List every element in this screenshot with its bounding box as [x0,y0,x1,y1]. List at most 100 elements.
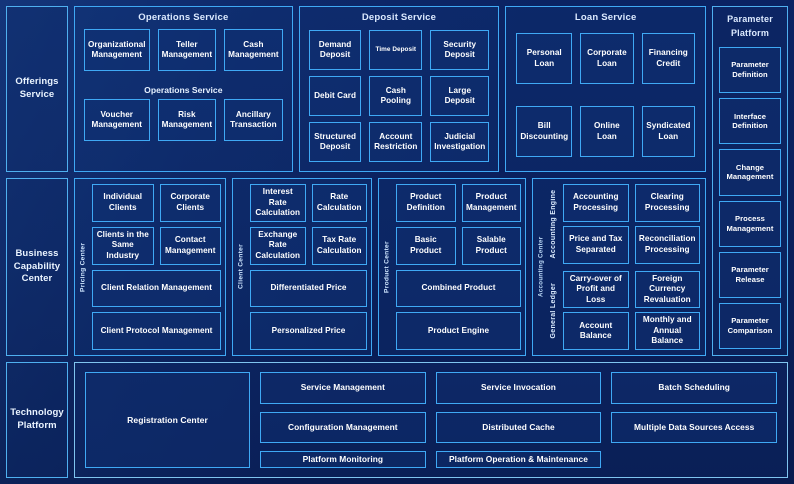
vertical-label-pricing-center: Pricing Center [79,242,87,292]
grid-client-center: Interest Rate Calculation Rate Calculati… [247,184,367,350]
box-contact-management[interactable]: Contact Management [159,226,221,265]
box-interface-definition[interactable]: Interface Definition [719,98,781,145]
row-technology-platform: Technology Platform Registration Center … [6,362,788,478]
caption-operations-service: Operations Service [144,85,223,95]
box-syndicated-loan[interactable]: Syndicated Loan [641,106,696,157]
box-differentiated-price[interactable]: Differentiated Price [250,269,367,308]
grid-accounting-engine: Accounting Processing Clearing Processin… [560,184,700,264]
panel-title-parameter-platform-line2: Platform [730,27,770,38]
box-account-balance[interactable]: Account Balance [563,312,629,350]
box-product-definition[interactable]: Product Definition [396,184,456,222]
box-parameter-comparison[interactable]: Parameter Comparison [719,302,781,350]
panel-deposit-service[interactable]: Deposit Service Demand Deposit Time Depo… [298,6,500,172]
row-label-business-capability-center: Business Capability Center [6,178,68,356]
box-tax-rate-calculation[interactable]: Tax Rate Calculation [311,226,367,265]
box-parameter-definition[interactable]: Parameter Definition [719,47,781,94]
grid-pricing-center: Individual Clients Corporate Clients Cli… [89,184,221,350]
row-offerings-service: Offerings Service Operations Service Org… [6,6,788,172]
row-business-capability-center: Business Capability Center Pricing Cente… [6,178,788,356]
panel-client-center[interactable]: Client Center Interest Rate Calculation … [232,178,372,356]
box-foreign-currency-revaluation[interactable]: Foreign Currency Revaluation [634,270,700,309]
box-risk-management[interactable]: Risk Management [157,99,217,141]
box-security-deposit[interactable]: Security Deposit [430,30,490,70]
box-batch-scheduling[interactable]: Batch Scheduling [611,372,777,404]
panel-operations-service[interactable]: Operations Service Organizational Manage… [74,6,293,172]
box-platform-operation-and-maintenance[interactable]: Platform Operation & Maintenance [435,451,602,468]
grid-general-ledger: Carry-over of Profit and Loss Foreign Cu… [560,270,700,350]
box-accounting-processing[interactable]: Accounting Processing [563,184,629,222]
box-demand-deposit[interactable]: Demand Deposit [308,30,362,70]
group-general-ledger: General Ledger Carry-over of Profit and … [547,270,700,350]
box-service-invocation[interactable]: Service Invocation [435,372,602,404]
box-carry-over-of-profit-and-loss[interactable]: Carry-over of Profit and Loss [563,270,629,309]
box-distributed-cache[interactable]: Distributed Cache [435,411,602,444]
box-personal-loan[interactable]: Personal Loan [516,33,573,84]
box-financing-credit[interactable]: Financing Credit [641,33,696,84]
box-combined-product[interactable]: Combined Product [396,269,521,308]
panel-loan-service[interactable]: Loan Service Personal Loan Corporate Loa… [505,6,707,172]
box-salable-product[interactable]: Salable Product [461,226,521,265]
accounting-center-groups: Accounting Engine Accounting Processing … [547,184,700,350]
box-judicial-investigation[interactable]: Judicial Investigation [430,122,490,162]
panel-parameter-platform[interactable]: Parameter Platform Parameter Definition … [712,6,788,356]
panel-title-deposit-service: Deposit Service [361,12,437,23]
box-product-engine[interactable]: Product Engine [396,312,521,350]
box-process-management[interactable]: Process Management [719,200,781,247]
panel-title-parameter-platform: Parameter Platform [719,11,781,42]
box-exchange-rate-calculation[interactable]: Exchange Rate Calculation [250,226,306,265]
box-parameter-release[interactable]: Parameter Release [719,251,781,298]
box-interest-rate-calculation[interactable]: Interest Rate Calculation [250,184,306,222]
box-time-deposit[interactable]: Time Deposit [369,30,423,70]
vertical-label-accounting-center: Accounting Center [537,236,545,298]
box-basic-product[interactable]: Basic Product [396,226,456,265]
box-price-and-tax-separated[interactable]: Price and Tax Separated [563,225,629,264]
grid-operations-service: Organizational Management Teller Managem… [75,27,292,171]
box-service-management[interactable]: Service Management [260,372,426,404]
box-client-relation-management[interactable]: Client Relation Management [92,269,221,308]
panel-accounting-center[interactable]: Accounting Center Accounting Engine Acco… [532,178,706,356]
box-multiple-data-sources-access[interactable]: Multiple Data Sources Access [611,411,777,444]
box-individual-clients[interactable]: Individual Clients [92,184,154,222]
box-cash-management[interactable]: Cash Management [224,29,283,71]
box-online-loan[interactable]: Online Loan [580,106,634,157]
box-clearing-processing[interactable]: Clearing Processing [634,184,700,222]
box-reconciliation-processing[interactable]: Reconciliation Processing [634,225,700,264]
box-corporate-loan[interactable]: Corporate Loan [580,33,634,84]
row-label-offerings-service: Offerings Service [6,6,68,172]
box-bill-discounting[interactable]: Bill Discounting [516,106,573,157]
box-ancillary-transaction[interactable]: Ancillary Transaction [224,99,283,141]
box-configuration-management[interactable]: Configuration Management [260,411,426,444]
box-debit-card[interactable]: Debit Card [308,76,362,116]
box-monthly-and-annual-balance[interactable]: Monthly and Annual Balance [634,312,700,350]
grid-loan-service: Personal Loan Corporate Loan Financing C… [506,27,705,171]
group-accounting-engine: Accounting Engine Accounting Processing … [547,184,700,264]
box-registration-center[interactable]: Registration Center [85,372,250,468]
box-voucher-management[interactable]: Voucher Management [84,99,150,141]
row-label-technology-platform: Technology Platform [6,362,68,478]
panel-product-center[interactable]: Product Center Product Definition Produc… [378,178,526,356]
panel-technology-platform[interactable]: Registration Center Service Management S… [74,362,788,478]
panel-title-loan-service: Loan Service [574,12,637,23]
box-cash-pooling[interactable]: Cash Pooling [369,76,423,116]
box-product-management[interactable]: Product Management [461,184,521,222]
box-personalized-price[interactable]: Personalized Price [250,312,367,350]
vertical-label-product-center: Product Center [383,241,391,293]
box-teller-management[interactable]: Teller Management [157,29,217,71]
box-account-restriction[interactable]: Account Restriction [369,122,423,162]
box-large-deposit[interactable]: Large Deposit [430,76,490,116]
box-platform-monitoring[interactable]: Platform Monitoring [260,451,426,468]
box-change-management[interactable]: Change Management [719,149,781,196]
box-rate-calculation[interactable]: Rate Calculation [311,184,367,222]
grid-technology-platform: Service Management Service Invocation Ba… [260,372,777,468]
vertical-label-client-center: Client Center [237,244,245,290]
box-client-protocol-management[interactable]: Client Protocol Management [92,312,221,350]
box-clients-in-the-same-industry[interactable]: Clients in the Same Industry [92,226,154,265]
panel-title-parameter-platform-line1: Parameter [727,14,773,24]
grid-product-center: Product Definition Product Management Ba… [393,184,521,350]
panel-pricing-center[interactable]: Pricing Center Individual Clients Corpor… [74,178,226,356]
box-structured-deposit[interactable]: Structured Deposit [308,122,362,162]
box-corporate-clients[interactable]: Corporate Clients [159,184,221,222]
box-organizational-management[interactable]: Organizational Management [84,29,150,71]
panel-title-operations-service: Operations Service [138,12,229,23]
